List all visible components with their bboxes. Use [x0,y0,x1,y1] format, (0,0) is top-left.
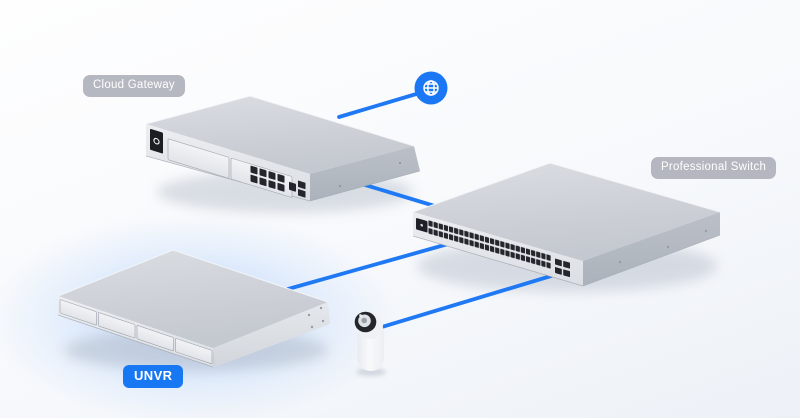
switch-sfp-ports [555,258,570,278]
gateway-drive-bay [167,138,230,179]
globe-icon [414,71,448,105]
gateway-ethernet-ports [250,165,285,192]
unvr-drive-bay [175,338,213,365]
gateway-display [150,128,163,154]
switch-port-row-top [428,219,552,262]
unvr-drive-bay [98,312,136,339]
unvr-device [57,249,330,368]
unvr-label[interactable]: UNVR [123,365,184,389]
connection-switch-unvr [279,242,450,293]
connection-camera-switch [370,274,553,332]
connection-gateway-switch [360,182,440,209]
cloud-gateway-label: Cloud Gateway [83,75,185,97]
unvr-drive-bay [136,325,174,352]
connection-internet-gateway [337,90,425,119]
professional-switch-label: Professional Switch [651,157,777,179]
gateway-sfp-ports [289,180,306,198]
unvr-drive-bay [59,299,97,326]
cloud-gateway-device [145,95,421,202]
connection-lines [279,90,553,332]
switch-port-row-bottom [428,227,552,270]
professional-switch-device [412,162,721,287]
camera-device [354,311,384,371]
